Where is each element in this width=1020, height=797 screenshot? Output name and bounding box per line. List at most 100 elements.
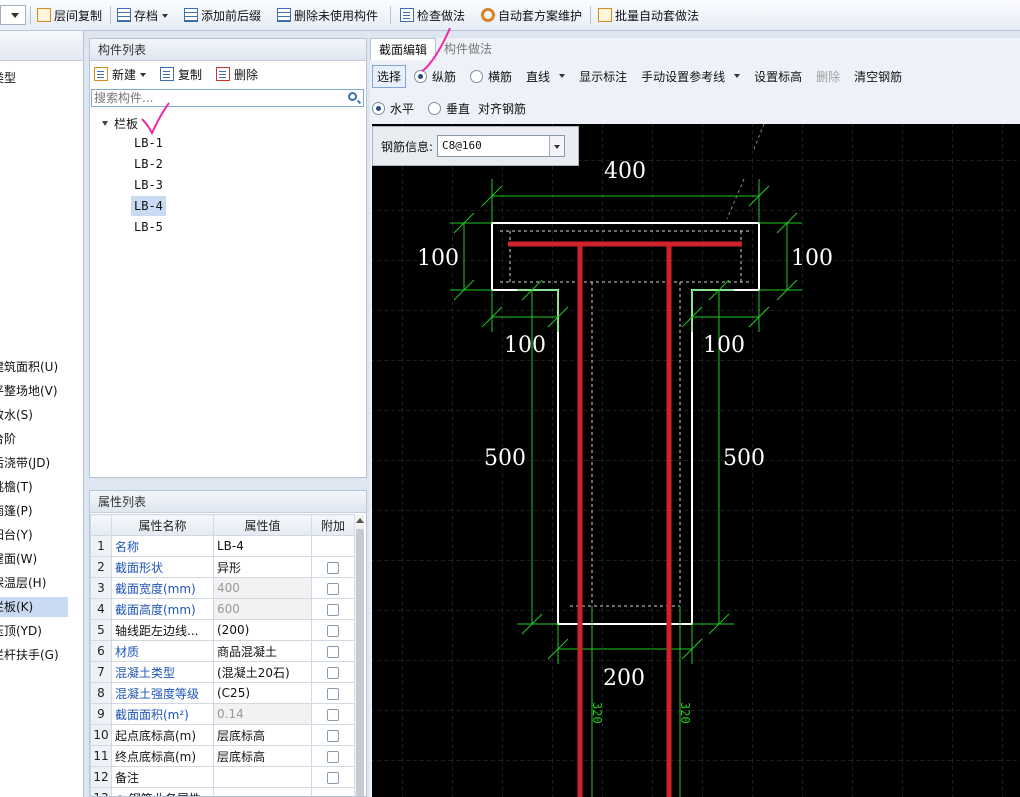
vertical-radio[interactable]: 垂直	[428, 100, 470, 117]
component-tree-item[interactable]: LB-5	[134, 220, 163, 234]
extra-checkbox[interactable]	[327, 750, 339, 763]
extra-checkbox[interactable]	[327, 708, 339, 721]
tree-root-node[interactable]: 栏板	[102, 115, 138, 132]
rebar-info-box: 钢筋信息: C8@160	[372, 126, 579, 166]
property-row[interactable]: 13+ 钢筋业务属性	[90, 787, 355, 796]
component-type-item[interactable]: 挑檐(T)	[0, 480, 33, 494]
set-elevation-button[interactable]: 设置标高	[754, 69, 803, 84]
copy-component-button[interactable]: 复制	[160, 66, 202, 83]
extra-checkbox[interactable]	[327, 624, 339, 637]
property-scrollbar[interactable]	[354, 515, 364, 796]
component-type-item[interactable]: 建筑面积(U)	[0, 360, 59, 374]
component-tree-item[interactable]: LB-4	[131, 196, 166, 216]
align-rebar-button[interactable]: 对齐钢筋	[478, 101, 527, 116]
component-type-item[interactable]: 阳台(Y)	[0, 528, 33, 542]
property-value[interactable]: 商品混凝土	[213, 640, 312, 662]
floor-copy-button[interactable]: 层间复制	[37, 5, 102, 25]
archive-label: 存档	[134, 7, 168, 24]
component-tree-item[interactable]: LB-3	[134, 178, 163, 192]
new-component-button[interactable]: 新建	[94, 66, 146, 83]
extra-checkbox[interactable]	[327, 603, 339, 616]
component-list-title: 构件列表	[90, 39, 366, 61]
search-input[interactable]	[92, 90, 332, 106]
floor-select[interactable]	[0, 5, 26, 25]
extra-checkbox[interactable]	[327, 687, 339, 700]
component-type-item[interactable]: 平整场地(V)	[0, 384, 58, 398]
property-name: 混凝土类型	[111, 661, 214, 683]
property-value[interactable]: 0.14	[213, 703, 312, 725]
batch-auto-button[interactable]: 批量自动套做法	[598, 5, 699, 25]
clear-rebar-button[interactable]: 清空钢筋	[854, 69, 903, 84]
show-annotation-button[interactable]: 显示标注	[579, 69, 628, 84]
line-dropdown[interactable]: 直线	[526, 68, 565, 85]
extra-checkbox[interactable]	[327, 582, 339, 595]
delete-unused-button[interactable]: 删除未使用构件	[277, 5, 378, 25]
property-value[interactable]: 600	[213, 598, 312, 620]
component-type-item[interactable]: 后浇带(JD)	[0, 456, 51, 470]
extra-checkbox[interactable]	[327, 771, 339, 784]
extra-checkbox[interactable]	[327, 561, 339, 574]
delete-label: 删除	[234, 67, 259, 82]
component-type-item[interactable]: 栏板(K)	[0, 597, 68, 617]
component-tree-item[interactable]: LB-1	[134, 136, 163, 150]
select-button[interactable]: 选择	[372, 64, 407, 88]
component-tree-item[interactable]: LB-2	[134, 157, 163, 171]
transverse-radio[interactable]: 横筋	[470, 68, 512, 85]
rebar-info-select[interactable]: C8@160	[437, 135, 566, 157]
component-type-item[interactable]: 台阶	[0, 432, 17, 446]
property-value[interactable]: 异形	[213, 556, 312, 578]
property-value[interactable]: (C25)	[213, 682, 312, 704]
radio-selected-icon	[414, 69, 428, 83]
tab-component-method[interactable]: 构件做法	[444, 42, 493, 56]
scroll-up-icon[interactable]	[356, 518, 364, 523]
expand-triangle-icon[interactable]	[102, 121, 108, 126]
property-value[interactable]: (混凝土20石)	[213, 661, 312, 683]
property-value[interactable]: (200)	[213, 619, 312, 641]
auto-scheme-button[interactable]: 自动套方案维护	[481, 5, 582, 25]
search-icon[interactable]	[348, 92, 357, 101]
property-value[interactable]: 400	[213, 577, 312, 599]
component-type-item[interactable]: 压顶(YD)	[0, 624, 42, 638]
manual-ref-line-dropdown[interactable]: 手动设置参考线	[641, 68, 740, 85]
scroll-thumb[interactable]	[356, 529, 364, 796]
property-value[interactable]	[213, 787, 312, 796]
extra-checkbox[interactable]	[327, 645, 339, 658]
component-type-item[interactable]: 屋面(W)	[0, 552, 38, 566]
extra-checkbox[interactable]	[327, 729, 339, 742]
component-type-item[interactable]: 栏杆扶手(G)	[0, 648, 59, 662]
component-type-item[interactable]: 保温层(H)	[0, 576, 47, 590]
delete-component-button[interactable]: 删除	[216, 66, 258, 83]
drawing-canvas[interactable]: 400 100 100 100 100 500 500 200 320 320	[372, 124, 1020, 797]
diagonal-guide	[726, 124, 765, 220]
property-value[interactable]: 层底标高	[213, 724, 312, 746]
property-value[interactable]: 层底标高	[213, 745, 312, 767]
extra-checkbox[interactable]	[327, 666, 339, 679]
tab-section-edit[interactable]: 截面编辑	[370, 38, 437, 60]
archive-button[interactable]: 存档	[117, 5, 168, 25]
rebar-lines[interactable]	[508, 241, 742, 797]
horizontal-radio[interactable]: 水平	[372, 100, 414, 117]
component-type-item[interactable]: 雨篷(P)	[0, 504, 33, 518]
property-row-number: 2	[90, 556, 112, 578]
property-value[interactable]	[213, 766, 312, 788]
longitudinal-radio[interactable]: 纵筋	[414, 68, 456, 85]
check-method-button[interactable]: 检查做法	[400, 5, 465, 25]
longitudinal-label: 纵筋	[432, 69, 457, 84]
component-type-item[interactable]: 类型	[0, 71, 17, 85]
component-type-item[interactable]: 散水(S)	[0, 408, 33, 422]
delete-button[interactable]: 删除	[816, 69, 841, 84]
property-value[interactable]: LB-4	[213, 535, 312, 557]
add-prefix-suffix-button[interactable]: 添加前后缀	[184, 5, 261, 25]
